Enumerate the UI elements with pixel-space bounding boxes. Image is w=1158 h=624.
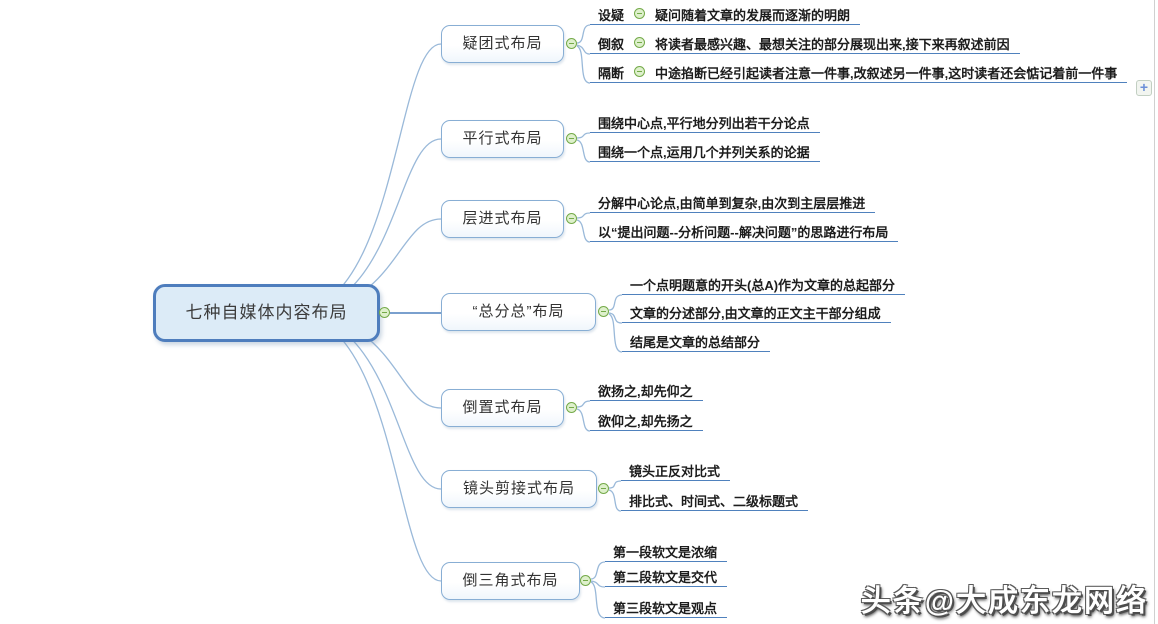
branch-topic-7[interactable]: 倒三角式布局 <box>441 562 580 600</box>
connector <box>590 581 606 619</box>
leaf-topic[interactable]: 倒叙 将读者最感兴趣、最想关注的部分展现出来,接下来再叙述前因 <box>590 36 1020 54</box>
connector <box>576 24 591 44</box>
leaf-topic[interactable]: 排比式、时间式、二级标题式 <box>621 493 809 511</box>
leaf-text: 文章的分述部分,由文章的正文主干部分组成 <box>630 306 881 321</box>
leaf-label: 倒叙 <box>598 37 625 52</box>
connector <box>608 480 622 489</box>
branch-topic-5[interactable]: 倒置式布局 <box>441 389 564 427</box>
leaf-topic[interactable]: 第三段软文是观点 <box>605 600 728 618</box>
collapse-icon-branch-5[interactable] <box>566 402 577 413</box>
connector <box>294 312 442 582</box>
leaf-label: 隔断 <box>598 66 625 81</box>
leaf-text: 一个点明题意的开头(总A)作为文章的总起部分 <box>630 278 896 293</box>
leaf-topic[interactable]: 欲仰之,却先扬之 <box>590 413 703 431</box>
collapse-icon-branch-1[interactable] <box>566 38 577 49</box>
leaf-text: 分解中心论点,由简单到复杂,由次到主层层推进 <box>598 196 866 211</box>
watermark-text: 头条@大成东龙网络 <box>860 585 1148 618</box>
connector <box>590 580 606 588</box>
leaf-topic[interactable]: 镜头正反对比式 <box>621 463 731 481</box>
leaf-topic[interactable]: 围绕中心点,平行地分列出若干分论点 <box>590 115 820 133</box>
branch-topic-2[interactable]: 平行式布局 <box>441 120 564 158</box>
leaf-text: 围绕中心点,平行地分列出若干分论点 <box>598 116 810 131</box>
leaf-text: 欲扬之,却先仰之 <box>598 384 693 399</box>
connector <box>576 45 591 84</box>
leaf-text: 镜头正反对比式 <box>629 464 721 479</box>
branch-topic-3[interactable]: 层进式布局 <box>441 200 564 238</box>
leaf-text: 第二段软文是交代 <box>613 570 718 585</box>
collapse-icon-branch-3[interactable] <box>566 213 577 224</box>
leaf-topic[interactable]: 围绕一个点,运用几个并列关系的论据 <box>590 144 820 162</box>
leaf-text: 将读者最感兴趣、最想关注的部分展现出来,接下来再叙述前因 <box>655 37 1010 52</box>
connector <box>590 561 606 580</box>
collapse-icon-branch-2[interactable] <box>566 133 577 144</box>
leaf-topic[interactable]: 分解中心论点,由简单到复杂,由次到主层层推进 <box>590 195 876 213</box>
collapse-icon-root[interactable] <box>379 307 390 318</box>
leaf-topic[interactable]: 隔断 中途掐断已经引起读者注意一件事,改叙述另一件事,这时读者还会惦记着前一件事 <box>590 65 1128 83</box>
leaf-text: 围绕一个点,运用几个并列关系的论据 <box>598 145 810 160</box>
connector <box>608 294 623 311</box>
collapse-icon[interactable] <box>634 66 646 77</box>
connector <box>608 313 623 353</box>
connector <box>608 312 623 324</box>
connector <box>576 132 591 139</box>
leaf-text: 结尾是文章的总结部分 <box>630 335 761 350</box>
connector <box>576 139 591 163</box>
connector <box>576 219 591 243</box>
leaf-text: 欲仰之,却先扬之 <box>598 414 693 429</box>
connector <box>576 44 591 55</box>
leaf-topic[interactable]: 欲扬之,却先仰之 <box>590 383 703 401</box>
connector <box>608 489 622 512</box>
collapse-icon-branch-7[interactable] <box>580 575 591 586</box>
connector <box>576 212 591 219</box>
leaf-text: 第三段软文是观点 <box>613 601 718 616</box>
collapse-icon[interactable] <box>634 8 646 19</box>
leaf-topic[interactable]: 结尾是文章的总结部分 <box>622 334 771 352</box>
branch-topic-1[interactable]: 疑团式布局 <box>441 25 564 63</box>
leaf-text: 排比式、时间式、二级标题式 <box>629 494 799 509</box>
canvas-edge-divider <box>1154 0 1155 624</box>
connector <box>576 408 591 432</box>
leaf-topic[interactable]: 以“提出问题--分析问题--解决问题”的思路进行布局 <box>590 224 899 242</box>
leaf-topic[interactable]: 一个点明题意的开头(总A)作为文章的总起部分 <box>622 277 906 295</box>
collapse-icon[interactable] <box>634 37 646 48</box>
branch-topic-6[interactable]: 镜头剪接式布局 <box>441 470 597 508</box>
connector <box>576 400 591 408</box>
collapse-icon-branch-4[interactable] <box>598 306 609 317</box>
root-topic[interactable]: 七种自媒体内容布局 <box>153 284 380 342</box>
leaf-topic[interactable]: 第二段软文是交代 <box>605 569 728 587</box>
collapse-icon-branch-6[interactable] <box>598 483 609 494</box>
branch-topic-4[interactable]: “总分总”布局 <box>441 293 596 331</box>
leaf-topic[interactable]: 设疑 疑问随着文章的发展而逐渐的明朗 <box>590 7 861 25</box>
expand-plus-button[interactable]: + <box>1136 80 1152 96</box>
leaf-text: 第一段软文是浓缩 <box>613 545 718 560</box>
leaf-topic[interactable]: 文章的分述部分,由文章的正文主干部分组成 <box>622 305 891 323</box>
connector <box>294 43 442 314</box>
leaf-label: 设疑 <box>598 8 625 23</box>
leaf-text: 中途掐断已经引起读者注意一件事,改叙述另一件事,这时读者还会惦记着前一件事 <box>655 66 1118 81</box>
leaf-text: 疑问随着文章的发展而逐渐的明朗 <box>655 8 851 23</box>
leaf-topic[interactable]: 第一段软文是浓缩 <box>605 544 728 562</box>
leaf-text: 以“提出问题--分析问题--解决问题”的思路进行布局 <box>598 225 889 240</box>
